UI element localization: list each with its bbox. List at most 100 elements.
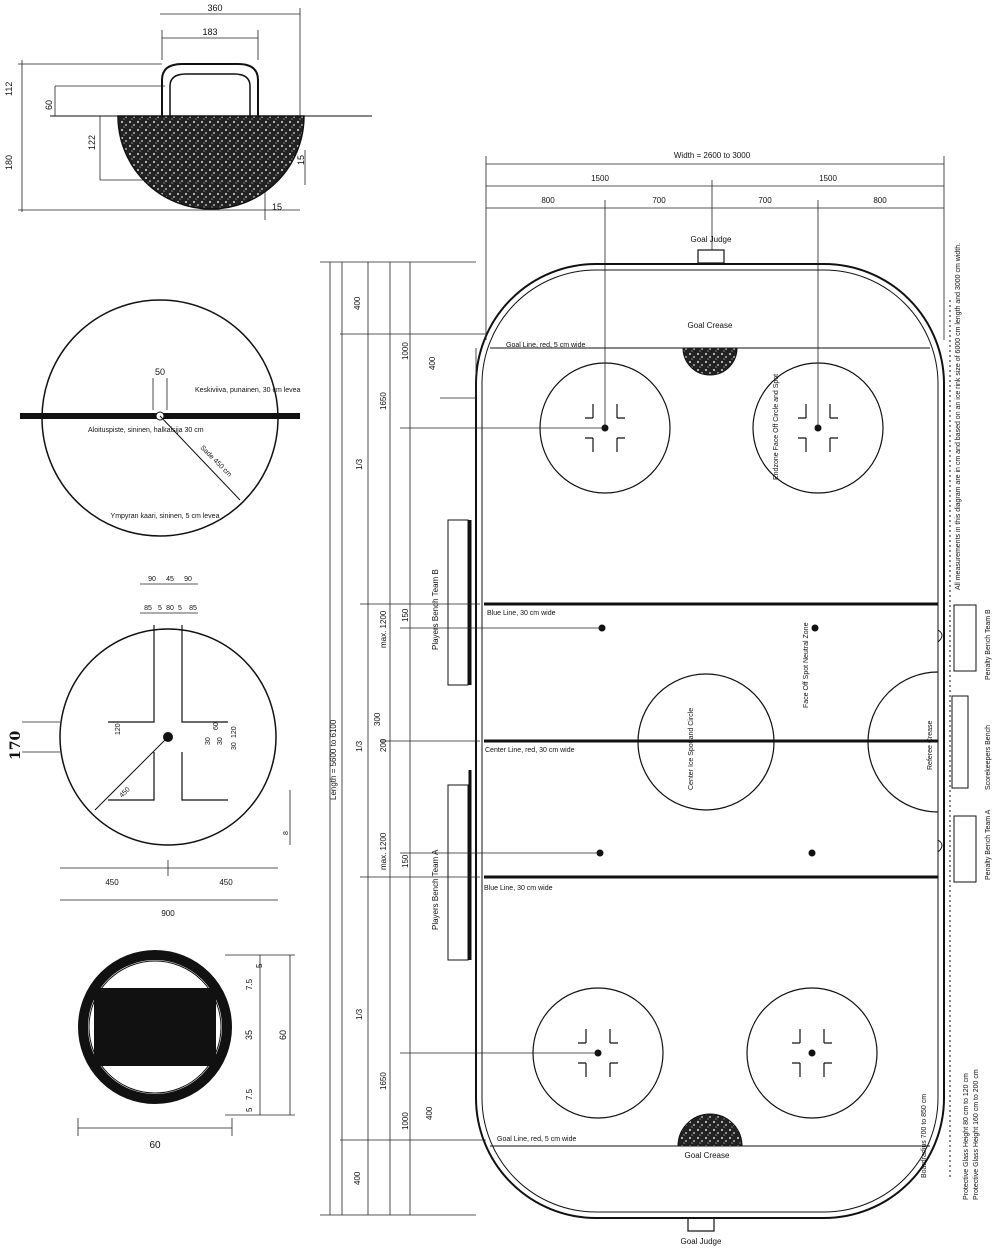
faceoff-top-85b: 85: [189, 605, 197, 612]
players-bench-a-box: [447, 784, 469, 961]
top-goal-crease: [682, 347, 738, 376]
top-goal-line-label: Goal Line, red, 5 cm wide: [506, 342, 585, 349]
crease-dim-112: 112: [4, 82, 14, 96]
faceoff-circle-detail: 90 45 90 85 5 80 5 85 120 30 30 30 60 12…: [8, 576, 291, 918]
half-width-right: 1500: [819, 174, 837, 183]
quarter-width-3: 700: [758, 196, 772, 205]
left-dim-11: 150: [401, 854, 410, 868]
faceoff-top-90b: 90: [184, 576, 192, 583]
center-line-label: Center Line, red, 30 cm wide: [485, 747, 575, 754]
crease-dim-183: 183: [202, 27, 217, 37]
neutral-spot-br: [808, 849, 816, 857]
puck-detail: 7.5 5 35 60 7.5 5 60: [77, 950, 295, 1151]
neutral-spot-tr: [811, 624, 819, 632]
top-goal-judge-box: [697, 249, 725, 264]
left-dim-15: 400: [353, 1171, 362, 1185]
bottom-left-faceoff-circle: [532, 987, 664, 1119]
crease-dim-15a: 15: [296, 155, 306, 165]
puck-dim-5a: 5: [255, 963, 264, 968]
left-dim-4: 1/3: [355, 458, 364, 470]
glass-height-1-label: Protective Glass Height 80 cm to 120 cm: [963, 1073, 970, 1200]
left-dim-1: 400: [353, 296, 362, 310]
left-dim-14: 1000: [401, 1112, 410, 1130]
referee-crease-label: Referee Crease: [927, 720, 934, 770]
top-goal-judge-label: Goal Judge: [691, 235, 732, 244]
penalty-bench-b-box: [953, 604, 977, 672]
crease-dim-122: 122: [87, 135, 97, 150]
puck-width-60: 60: [149, 1140, 161, 1151]
endzone-spot-label: Endzone Face Off Circle and Spot: [773, 374, 780, 480]
faceoff-side-120a: 120: [231, 726, 238, 738]
bottom-goal-line-label: Goal Line, red, 5 cm wide: [497, 1136, 576, 1143]
faceoff-bottom-450b: 450: [219, 878, 233, 887]
center-ice-circle: [637, 673, 775, 811]
crease-dim-15b: 15: [272, 202, 282, 212]
bottom-goal-judge-box: [687, 1217, 715, 1232]
puck-dim-7.5a: 7.5: [245, 978, 254, 990]
boards-radius-label: Boardradius 700 to 850 cm: [921, 1094, 928, 1178]
crease-dim-180: 180: [4, 155, 14, 170]
left-dim-16: 400: [428, 356, 437, 370]
left-dim-9: 300: [373, 712, 382, 726]
left-dim-17: 400: [425, 1106, 434, 1120]
faceoff-side-60: 60: [213, 722, 220, 730]
faceoff-bottom-450a: 450: [105, 878, 119, 887]
left-dim-10: max. 1200: [379, 832, 388, 870]
faceoff-side-8: 8: [283, 831, 290, 835]
quarter-width-1: 800: [541, 196, 555, 205]
left-dim-8: 200: [379, 738, 388, 752]
puck-dim-5b: 5: [245, 1107, 254, 1112]
players-bench-a-label: Players Bench Team A: [431, 849, 440, 930]
players-bench-b-label: Players Bench Team B: [431, 569, 440, 650]
rink-drawing: Width = 2600 to 3000 1500 1500 800 700 7…: [320, 151, 992, 1246]
faceoff-top-90a: 90: [148, 576, 156, 583]
faceoff-radius-450: 450: [118, 786, 131, 799]
center-detail-label-4: Ympyran kaari, sininen, 5 cm levea: [111, 513, 220, 520]
left-dim-3: 1650: [379, 392, 388, 410]
quarter-width-4: 800: [873, 196, 887, 205]
rink-width-label: Width = 2600 to 3000: [674, 151, 751, 160]
players-bench-b-box: [447, 519, 469, 686]
faceoff-bottom-900: 900: [161, 909, 175, 918]
neutral-spot-label: Face Off Spot Neutral Zone: [803, 622, 810, 708]
left-dim-6: 150: [401, 608, 410, 622]
faceoff-top-85a: 85: [144, 605, 152, 612]
left-dim-2: 1000: [401, 342, 410, 360]
faceoff-side-120b: 120: [115, 723, 122, 735]
center-spot-label: Center Ice Spot and Circle: [688, 708, 695, 790]
center-circle-detail: 50 Keskiviiva, punainen, 30 cm levea Alo…: [20, 299, 301, 537]
center-detail-label-2: Aloituspiste, sininen, halkaisija 30 cm: [88, 427, 204, 434]
puck-dim-35: 35: [244, 1030, 254, 1040]
bottom-goal-judge-label: Goal Judge: [681, 1237, 722, 1246]
glass-height-2-label: Protective Glass Height 160 cm to 200 cm: [973, 1069, 980, 1200]
faceoff-top-80: 80: [166, 605, 174, 612]
faceoff-top-5a: 5: [158, 605, 162, 612]
faceoff-side-30b: 30: [205, 737, 212, 745]
center-detail-50: 50: [155, 367, 165, 377]
top-goal-crease-label: Goal Crease: [688, 321, 733, 330]
penalty-bench-a-box: [953, 815, 977, 883]
faceoff-top-5b: 5: [178, 605, 182, 612]
quarter-width-2: 700: [652, 196, 666, 205]
scorekeepers-bench-label: Scorekeepers Bench: [985, 725, 992, 790]
faceoff-side-30c: 30: [217, 737, 224, 745]
bottom-goal-crease-label: Goal Crease: [685, 1151, 730, 1160]
referee-crease: [867, 671, 939, 813]
faceoff-top-45: 45: [166, 576, 174, 583]
faceoff-height-170: 170: [8, 731, 24, 760]
penalty-bench-a-label: Penalty Bench Team A: [985, 809, 992, 880]
left-dim-7: 1/3: [355, 740, 364, 752]
left-dim-13: 1650: [379, 1072, 388, 1090]
measurement-note: All measurements in this diagram are in …: [955, 243, 962, 590]
puck-dim-7.5b: 7.5: [245, 1088, 254, 1100]
center-detail-label-1: Keskiviiva, punainen, 30 cm levea: [195, 387, 301, 394]
bottom-goal-crease: [677, 1113, 743, 1147]
bottom-blue-line-label: Blue Line, 30 cm wide: [484, 885, 553, 892]
penalty-bench-b-label: Penalty Bench Team B: [985, 609, 992, 680]
crease-dim-60: 60: [44, 100, 54, 110]
top-blue-line-label: Blue Line, 30 cm wide: [487, 610, 556, 617]
scorekeepers-bench-box: [951, 695, 969, 789]
crease-detail: 360 183 112 60 122 180 15 15: [4, 3, 372, 220]
crease-dim-360: 360: [207, 3, 222, 13]
